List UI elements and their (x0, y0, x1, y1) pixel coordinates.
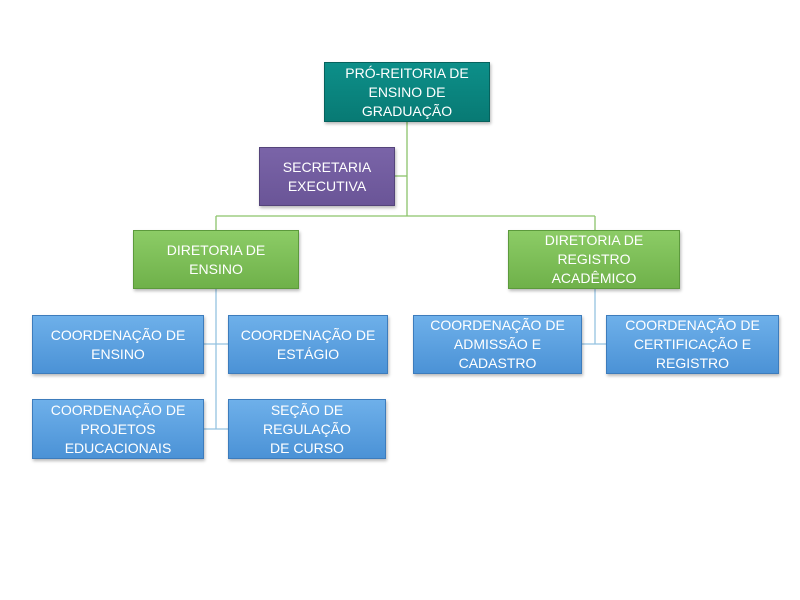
node-coordenacao-de-projetos-educacionais[interactable]: COORDENAÇÃO DE PROJETOS EDUCACIONAIS (32, 399, 204, 459)
node-pro-reitoria[interactable]: PRÓ-REITORIA DE ENSINO DE GRADUAÇÃO (324, 62, 490, 122)
node-coordenacao-de-estagio[interactable]: COORDENAÇÃO DE ESTÁGIO (228, 315, 388, 374)
node-diretoria-de-ensino[interactable]: DIRETORIA DE ENSINO (133, 230, 299, 289)
node-secretaria-executiva[interactable]: SECRETARIA EXECUTIVA (259, 147, 395, 206)
node-coordenacao-de-ensino[interactable]: COORDENAÇÃO DE ENSINO (32, 315, 204, 374)
node-secao-de-regulacao-de-curso[interactable]: SEÇÃO DE REGULAÇÃO DE CURSO (228, 399, 386, 459)
node-coordenacao-de-admissao-e-cadastro[interactable]: COORDENAÇÃO DE ADMISSÃO E CADASTRO (413, 315, 582, 374)
node-coordenacao-de-certificacao-e-registro[interactable]: COORDENAÇÃO DE CERTIFICAÇÃO E REGISTRO (606, 315, 779, 374)
node-diretoria-de-registro-academico[interactable]: DIRETORIA DE REGISTRO ACADÊMICO (508, 230, 680, 289)
